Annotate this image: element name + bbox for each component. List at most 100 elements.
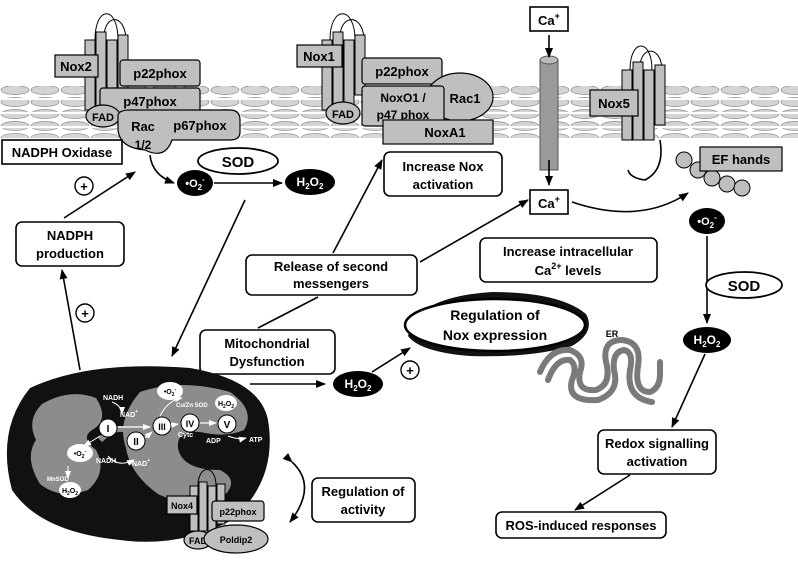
mito-superoxide-node-2 xyxy=(67,444,93,462)
h2o2-node-1 xyxy=(285,169,335,195)
fad-oval-2 xyxy=(325,101,361,125)
ros-responses-label: ROS-induced responses xyxy=(506,518,657,533)
increase-ca-box xyxy=(479,237,658,283)
mito-adp: ADP xyxy=(206,438,221,445)
ca-top-box xyxy=(529,6,569,32)
nucleus-inner xyxy=(403,297,587,353)
nox1-label: Nox1 xyxy=(303,49,335,64)
er-label: ER xyxy=(606,329,619,339)
nox5-box xyxy=(589,89,639,117)
sod-label-1: SOD xyxy=(222,154,255,171)
complex-iv-label: IV xyxy=(186,419,195,429)
h2o2-label-1: H2O2 xyxy=(297,175,324,191)
mito-mnsod: MnSOD xyxy=(47,477,69,483)
nox5-label: Nox5 xyxy=(598,96,630,111)
arrow-regulation-of-activity xyxy=(282,452,306,523)
mito-cytc: Cytc xyxy=(178,432,193,439)
arrow-nox2-to-superoxide xyxy=(149,154,175,184)
poldip2-label: Poldip2 xyxy=(220,535,253,545)
mito-h2o2-label-1: H2O2 xyxy=(218,401,234,410)
nox4-label: Nox4 xyxy=(171,501,193,511)
complex-i-circle xyxy=(98,418,118,438)
mito-dysfunction-line2: Dysfunction xyxy=(229,354,304,369)
poldip2-oval xyxy=(203,524,269,554)
plus-circle-1 xyxy=(74,176,94,196)
complex-iv-circle xyxy=(180,413,200,433)
nox4-box xyxy=(166,495,198,515)
redox-line2: activation xyxy=(627,454,688,469)
p22phox-label-1: p22phox xyxy=(133,66,187,81)
ros-responses-box xyxy=(495,511,667,539)
redox-line1: Redox signalling xyxy=(605,436,709,451)
plus-label-1: + xyxy=(80,179,88,194)
ef-hands-label: EF hands xyxy=(712,152,771,167)
mito-labels: NADH NAD+ NADH NAD+ Cytc ADP ATP Cu/Zn S… xyxy=(47,395,263,483)
mito-h2o2-label-2: H2O2 xyxy=(62,488,78,497)
increase-nox-line2: activation xyxy=(413,177,474,192)
mito-superoxide-label-1: •O2- xyxy=(164,387,177,398)
mito-dysfunction-line1: Mitochondrial xyxy=(224,336,309,351)
mito-h2o2-node-2 xyxy=(59,482,81,498)
nox1-box xyxy=(296,44,343,68)
nox2-box xyxy=(54,54,99,78)
mito-nadh-a: NADH xyxy=(103,395,123,402)
noxa1-box xyxy=(382,119,494,145)
complex-ii-circle xyxy=(126,431,146,451)
complex-v-circle xyxy=(217,414,237,434)
nox4-complex: Nox4 p22phox FAD Poldip2 xyxy=(166,469,269,554)
fad-label-4: FAD xyxy=(189,536,208,546)
increase-nox-activation-box xyxy=(383,151,503,197)
arrow-mito-to-nadph-production xyxy=(59,269,81,371)
increase-ca-line1: Increase intracellular xyxy=(503,244,633,259)
arrow-h2o2-to-redox xyxy=(671,353,706,428)
p22phox-box-1 xyxy=(119,59,201,87)
regulation-activity-line2: activity xyxy=(341,502,387,517)
mito-dysfunction-box xyxy=(199,329,336,375)
calcium-channel xyxy=(539,35,559,186)
nox1-complex: Nox1 p22phox Rac1 NoxO1 / p47 phox FAD N… xyxy=(296,13,494,145)
plus-circle-3 xyxy=(400,360,420,380)
nox5-complex: Nox5 EF hands xyxy=(589,45,783,197)
arrow-messengers-to-ca xyxy=(419,199,529,263)
rac-label: Rac xyxy=(131,119,155,134)
nadph-production-box xyxy=(15,221,125,267)
plus-circle-2 xyxy=(75,303,95,323)
ca-mid-label: Ca+ xyxy=(538,194,560,211)
ef-hand-bead-5 xyxy=(733,179,751,197)
h2o2-label-3: H2O2 xyxy=(694,333,721,349)
nadph-oxidase-box xyxy=(1,139,123,165)
mito-superoxide-label-2: •O2- xyxy=(74,449,87,460)
rac-p67phox-blob xyxy=(117,109,241,154)
arrow-nadph-production-to-oxidase xyxy=(63,171,136,219)
mito-complexes: I II III IV V xyxy=(65,396,247,479)
regulation-expr-line2: Nox expression xyxy=(443,327,547,343)
complex-iii-label: III xyxy=(158,422,166,432)
second-messengers-line2: messengers xyxy=(293,276,369,291)
arrow-messengers-to-nox-activation xyxy=(332,159,383,254)
sod-oval-2 xyxy=(705,271,783,299)
increase-nox-line1: Increase Nox xyxy=(403,159,485,174)
plus-label-3: + xyxy=(406,363,414,378)
mito-superoxide-node-1 xyxy=(157,382,183,400)
arrow-redox-to-ros xyxy=(574,474,631,511)
p22phox-label-2: p22phox xyxy=(375,64,429,79)
rac-sub-label: 1/2 xyxy=(135,138,152,152)
mito-nad-b: NAD+ xyxy=(132,458,150,468)
fad-label-1: FAD xyxy=(92,112,114,124)
sod-label-2: SOD xyxy=(728,278,761,295)
regulation-expr-line1: Regulation of xyxy=(450,307,540,323)
p22phox-box-2 xyxy=(361,57,443,85)
ef-hand-bead-4 xyxy=(718,175,736,193)
p22phox-label-4: p22phox xyxy=(219,507,256,517)
nadph-production-line2: production xyxy=(36,246,104,261)
noxo1-line1: NoxO1 / xyxy=(380,91,426,105)
nox2-label: Nox2 xyxy=(60,59,92,74)
complex-ii-label: II xyxy=(133,437,139,448)
line-dysfunction-to-messengers xyxy=(257,296,319,329)
superoxide-label-3: •O2- xyxy=(697,213,717,230)
regulation-activity-line1: Regulation of xyxy=(321,484,405,499)
ef-hands-box xyxy=(699,146,783,172)
fad-label-2: FAD xyxy=(332,109,354,121)
mito-h2o2-node-1 xyxy=(215,395,237,411)
